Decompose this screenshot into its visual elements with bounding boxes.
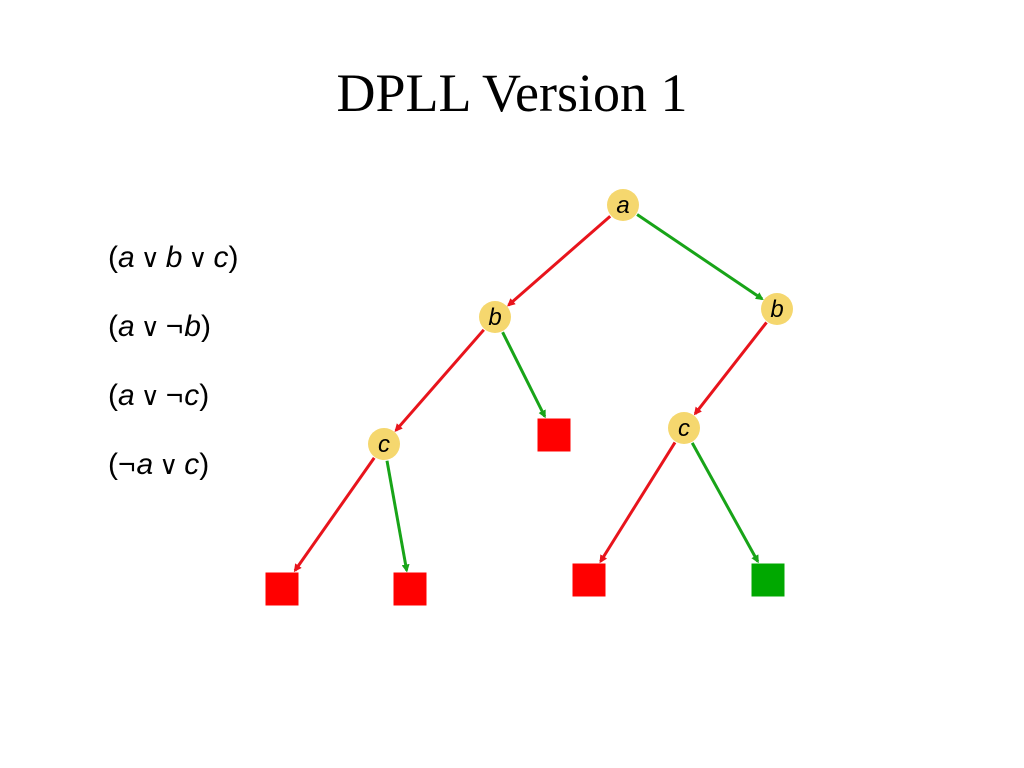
or-operator: ∨ [140, 381, 160, 411]
tree-node-b-right: b [761, 293, 793, 325]
edge-n-c-left-to-leaf-2-true [385, 460, 410, 573]
node-circle [607, 189, 639, 221]
node-label: a [616, 192, 629, 219]
node-label: b [770, 296, 783, 323]
edge-layer [293, 213, 768, 573]
clause-variable: c [184, 379, 200, 412]
parenthesis: ) [199, 448, 210, 481]
edge-n-b-right-to-n-c-right-false [693, 321, 768, 416]
or-operator: ∨ [140, 312, 160, 342]
or-operator: ∨ [188, 243, 208, 273]
node-layer: a b b c c [265, 189, 793, 606]
clause-variable: a [136, 448, 154, 481]
negation-operator: ¬ [118, 448, 136, 481]
edge-n-a-to-n-b-left-false [507, 215, 612, 307]
parenthesis: ( [108, 310, 118, 343]
clause-variable: a [118, 310, 135, 343]
parenthesis: ( [108, 241, 118, 274]
node-label: c [378, 431, 390, 458]
negation-operator: ¬ [165, 310, 184, 343]
parenthesis: ) [199, 379, 210, 412]
edge-n-b-left-to-n-c-left-false [394, 328, 485, 432]
parenthesis: ) [228, 241, 239, 274]
or-operator: ∨ [140, 243, 160, 273]
node-label: b [488, 304, 501, 331]
tree-node-b-left: b [479, 301, 511, 333]
parenthesis: ( [108, 379, 118, 412]
conflict-leaf-2 [393, 572, 427, 606]
tree-node-c-left: c [368, 428, 400, 460]
tree-node-c-right: c [668, 412, 700, 444]
clause-variable: a [118, 241, 135, 274]
parenthesis: ( [108, 448, 118, 481]
parenthesis: ) [200, 310, 211, 343]
clause-list: (a∨b∨c)(a∨¬b)(a∨¬c)(¬a∨c) [108, 236, 238, 512]
slide-title: DPLL Version 1 [336, 63, 688, 123]
conflict-leaf-3 [537, 418, 571, 452]
edge-n-c-right-to-leaf-5-true [690, 442, 760, 564]
clause-3: (a∨¬c) [108, 374, 238, 443]
clause-variable: a [118, 379, 135, 412]
conflict-leaf-1 [265, 572, 299, 606]
clause-4: (¬a∨c) [108, 443, 238, 512]
node-circle [368, 428, 400, 460]
clause-variable: b [184, 310, 201, 343]
clause-2: (a∨¬b) [108, 305, 238, 374]
clause-variable: b [165, 241, 183, 274]
conflict-leaf-4 [572, 563, 606, 597]
negation-operator: ¬ [165, 379, 184, 412]
node-circle [479, 301, 511, 333]
edge-n-c-left-to-leaf-1-false [293, 457, 376, 573]
edge-n-b-left-to-leaf-3-true [501, 331, 547, 419]
or-operator: ∨ [159, 450, 179, 480]
tree-node-a: a [607, 189, 639, 221]
edge-n-a-to-n-b-right-true [636, 213, 764, 301]
node-circle [761, 293, 793, 325]
clause-variable: c [213, 241, 229, 274]
node-label: c [678, 415, 690, 442]
node-circle [668, 412, 700, 444]
edge-n-c-right-to-leaf-4-false [599, 441, 677, 564]
solution-leaf-5 [751, 563, 785, 597]
clause-1: (a∨b∨c) [108, 236, 238, 305]
clause-variable: c [184, 448, 200, 481]
